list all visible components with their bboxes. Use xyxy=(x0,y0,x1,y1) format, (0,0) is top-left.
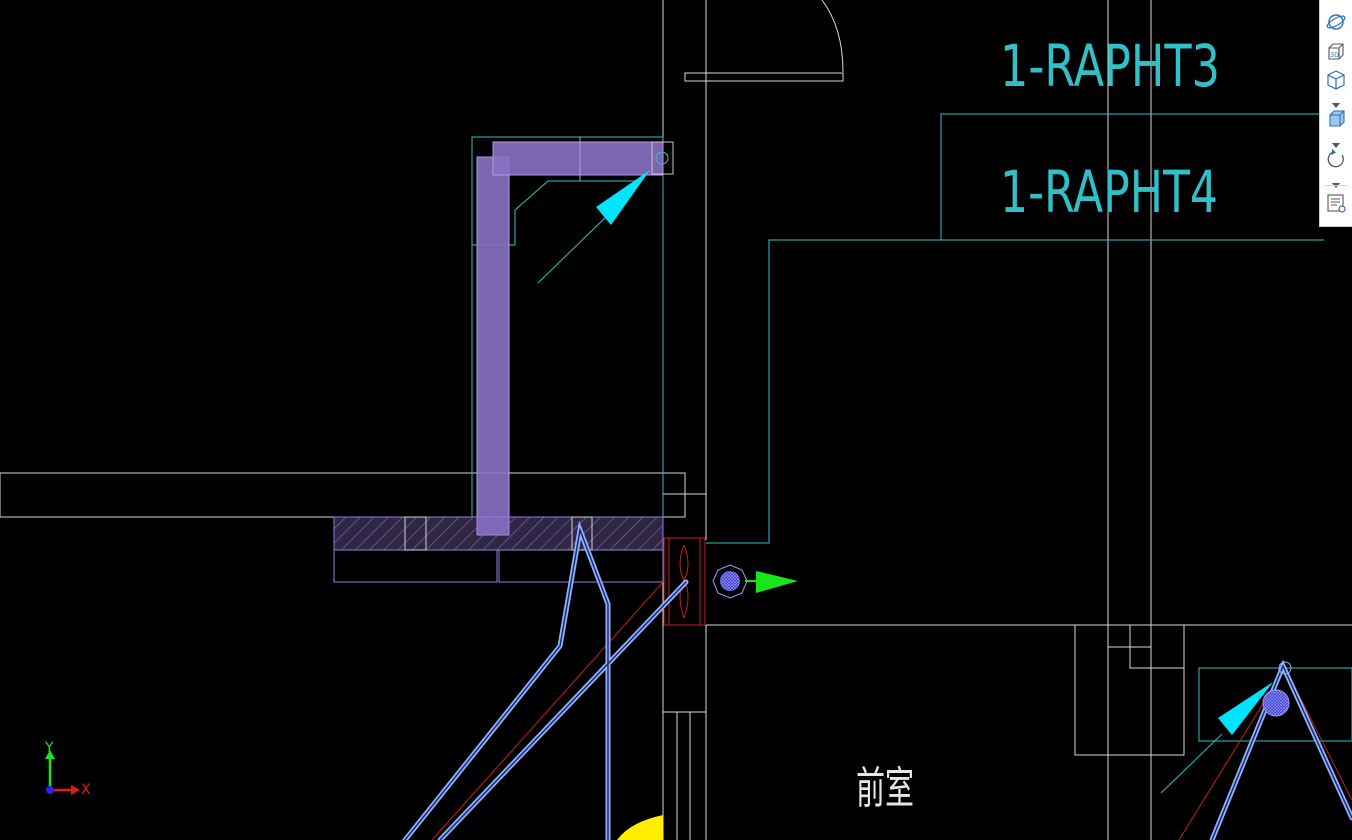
diffuser-right[interactable] xyxy=(1262,661,1292,717)
diffuser-left[interactable] xyxy=(712,564,748,599)
visual-style-icon[interactable] xyxy=(1324,107,1348,131)
visual-style-dropdown[interactable] xyxy=(1332,136,1340,148)
properties-icon[interactable] xyxy=(1324,191,1348,215)
svg-text:3D: 3D xyxy=(1330,51,1339,59)
ucs-icon: Y X xyxy=(40,741,100,800)
label-rapht4: 1-RAPHT4 xyxy=(1000,158,1218,226)
rotate-icon[interactable] xyxy=(1324,147,1348,171)
rotate-dropdown[interactable] xyxy=(1332,176,1340,188)
ucs-y-label: Y xyxy=(45,740,54,756)
toolbar-separator xyxy=(1324,185,1348,186)
view-3d-icon[interactable]: 3D xyxy=(1324,40,1348,64)
cyan-arrow-top xyxy=(596,170,650,225)
label-rapht3: 1-RAPHT3 xyxy=(1000,32,1220,100)
view-cube-icon[interactable] xyxy=(1324,68,1348,92)
cyan-arrow-bottom xyxy=(1218,682,1273,735)
view-toolbar: 3D xyxy=(1319,0,1352,227)
yellow-arc xyxy=(617,815,663,840)
duct[interactable] xyxy=(476,137,674,536)
view-cube-dropdown[interactable] xyxy=(1332,96,1340,108)
cyan-lines xyxy=(471,113,1352,794)
green-arrow xyxy=(745,571,798,593)
pipe-lines xyxy=(402,520,1352,840)
ucs-x-label: X xyxy=(81,782,91,798)
orbit-icon[interactable] xyxy=(1324,10,1348,34)
room-label: 前室 xyxy=(856,763,914,814)
hatched-beam xyxy=(333,516,664,583)
